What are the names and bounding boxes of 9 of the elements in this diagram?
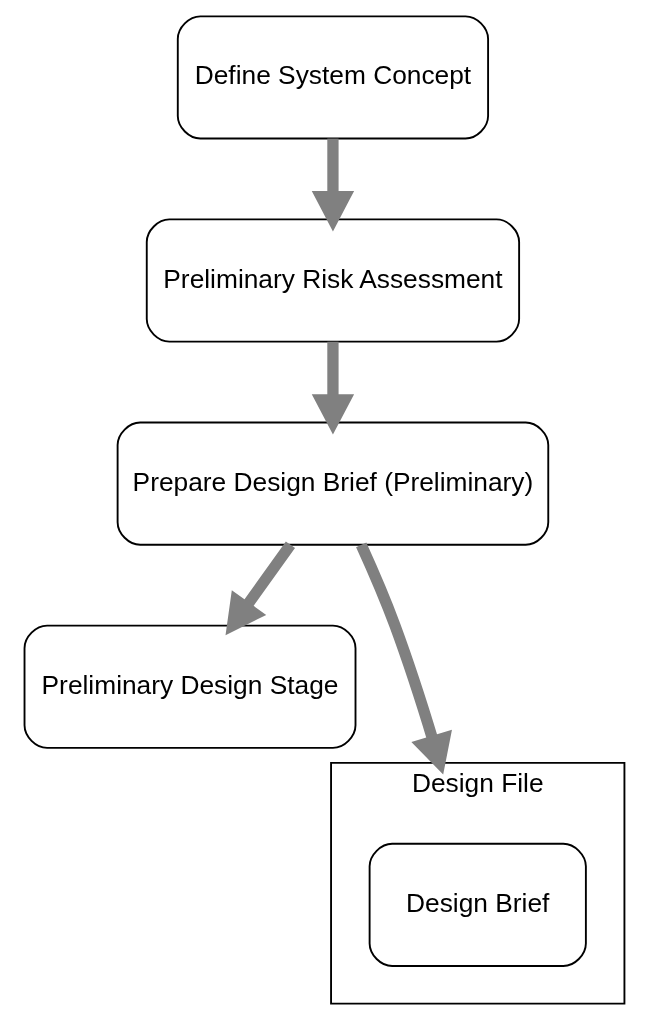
arrow	[311, 341, 355, 435]
arrow	[311, 138, 355, 232]
node-box: Define System Concept	[176, 15, 490, 140]
arrow	[225, 541, 296, 636]
node-box: Design Brief	[368, 842, 587, 967]
arrow	[356, 542, 452, 775]
node-box: Prepare Design Brief (Preliminary)	[116, 421, 550, 546]
node-box: Preliminary Design Stage	[23, 624, 357, 749]
node-box: Preliminary Risk Assessment	[145, 218, 521, 343]
